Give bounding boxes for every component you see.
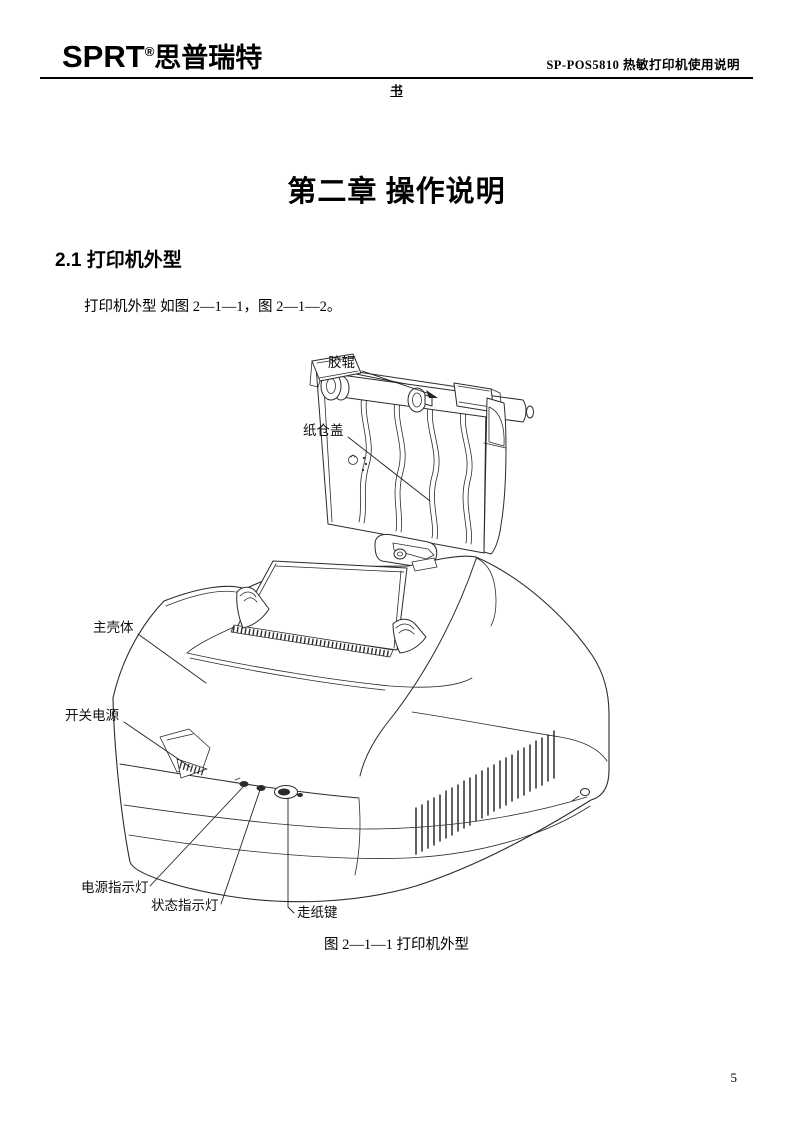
- figure-caption: 图 2—1—1 打印机外型: [324, 937, 469, 953]
- brand-logo-cjk: 思普瑞特: [154, 43, 263, 73]
- printer-figure: 胶辊 纸仓盖 主壳体 开关电源 电源指示灯 状态指示灯 走纸键: [60, 340, 740, 940]
- label-roller: 胶辊: [328, 355, 355, 370]
- header-center-char: 书: [390, 84, 403, 98]
- registered-mark-icon: ®: [144, 44, 155, 59]
- label-paper-cover: 纸仓盖: [303, 423, 344, 438]
- printer-body: [112, 555, 610, 903]
- printer-lid: [309, 353, 534, 555]
- printer-illustration: [112, 353, 610, 914]
- chapter-title: 第二章 操作说明: [287, 176, 506, 208]
- label-feed-key: 走纸键: [297, 905, 338, 920]
- section-heading: 2.1 打印机外型: [55, 250, 182, 271]
- page-number: 5: [730, 1070, 738, 1085]
- figure-leader-lines: [123, 370, 438, 914]
- body-paragraph: 打印机外型 如图 2—1—1，图 2—1—2。: [84, 299, 342, 315]
- label-power-indicator: 电源指示灯: [81, 880, 149, 895]
- document-title: SP-POS5810 热敏打印机使用说明: [546, 58, 740, 72]
- label-main-housing: 主壳体: [93, 620, 134, 635]
- brand-logo: SPRT®思普瑞特: [62, 36, 262, 75]
- brand-logo-latin: SPRT: [62, 39, 145, 74]
- label-power-switch: 开关电源: [65, 708, 119, 723]
- header-rule: [40, 77, 753, 79]
- label-status-indicator: 状态指示灯: [151, 898, 219, 913]
